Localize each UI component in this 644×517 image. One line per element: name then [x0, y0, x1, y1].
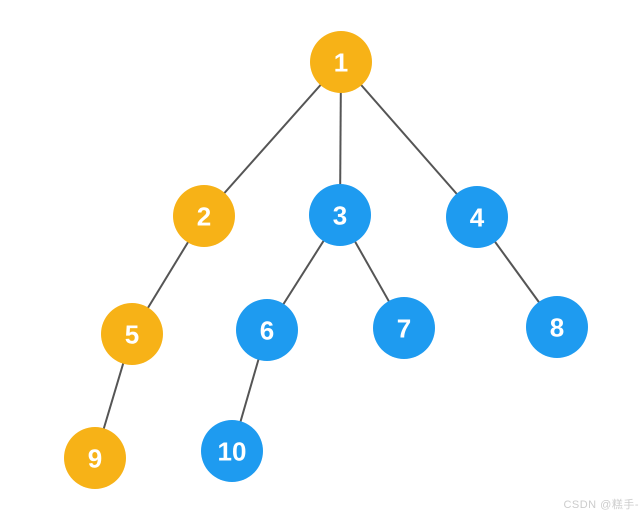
tree-edges [94, 61, 558, 459]
tree-node-1: 1 [310, 31, 372, 93]
tree-node-6: 6 [236, 299, 298, 361]
tree-node-8: 8 [526, 296, 588, 358]
tree-node-5: 5 [101, 303, 163, 365]
tree-node-label-1: 1 [334, 47, 348, 77]
tree-node-label-9: 9 [88, 443, 102, 473]
tree-node-circle-10 [201, 420, 263, 482]
tree-node-4: 4 [446, 186, 508, 248]
tree-node-label-10: 10 [218, 436, 247, 466]
tree-node-circle-4 [446, 186, 508, 248]
tree-node-9: 9 [64, 427, 126, 489]
tree-node-2: 2 [173, 185, 235, 247]
tree-node-circle-5 [101, 303, 163, 365]
tree-node-label-7: 7 [397, 313, 411, 343]
tree-node-label-4: 4 [470, 202, 485, 232]
tree-node-10: 10 [201, 420, 263, 482]
tree-node-circle-3 [309, 184, 371, 246]
tree-node-circle-7 [373, 297, 435, 359]
tree-node-7: 7 [373, 297, 435, 359]
tree-nodes: 1 2 3 4 5 6 7 8 9 10 [64, 31, 588, 489]
tree-node-label-8: 8 [550, 312, 564, 342]
tree-node-3: 3 [309, 184, 371, 246]
tree-edge-1-2 [203, 61, 342, 217]
tree-node-circle-2 [173, 185, 235, 247]
tree-node-label-3: 3 [333, 200, 347, 230]
tree-node-label-5: 5 [125, 319, 139, 349]
tree-node-circle-1 [310, 31, 372, 93]
tree-node-circle-8 [526, 296, 588, 358]
tree-node-circle-6 [236, 299, 298, 361]
tree-edge-1-4 [340, 61, 478, 218]
tree-node-circle-9 [64, 427, 126, 489]
tree-node-label-2: 2 [197, 201, 211, 231]
tree-node-label-6: 6 [260, 315, 274, 345]
